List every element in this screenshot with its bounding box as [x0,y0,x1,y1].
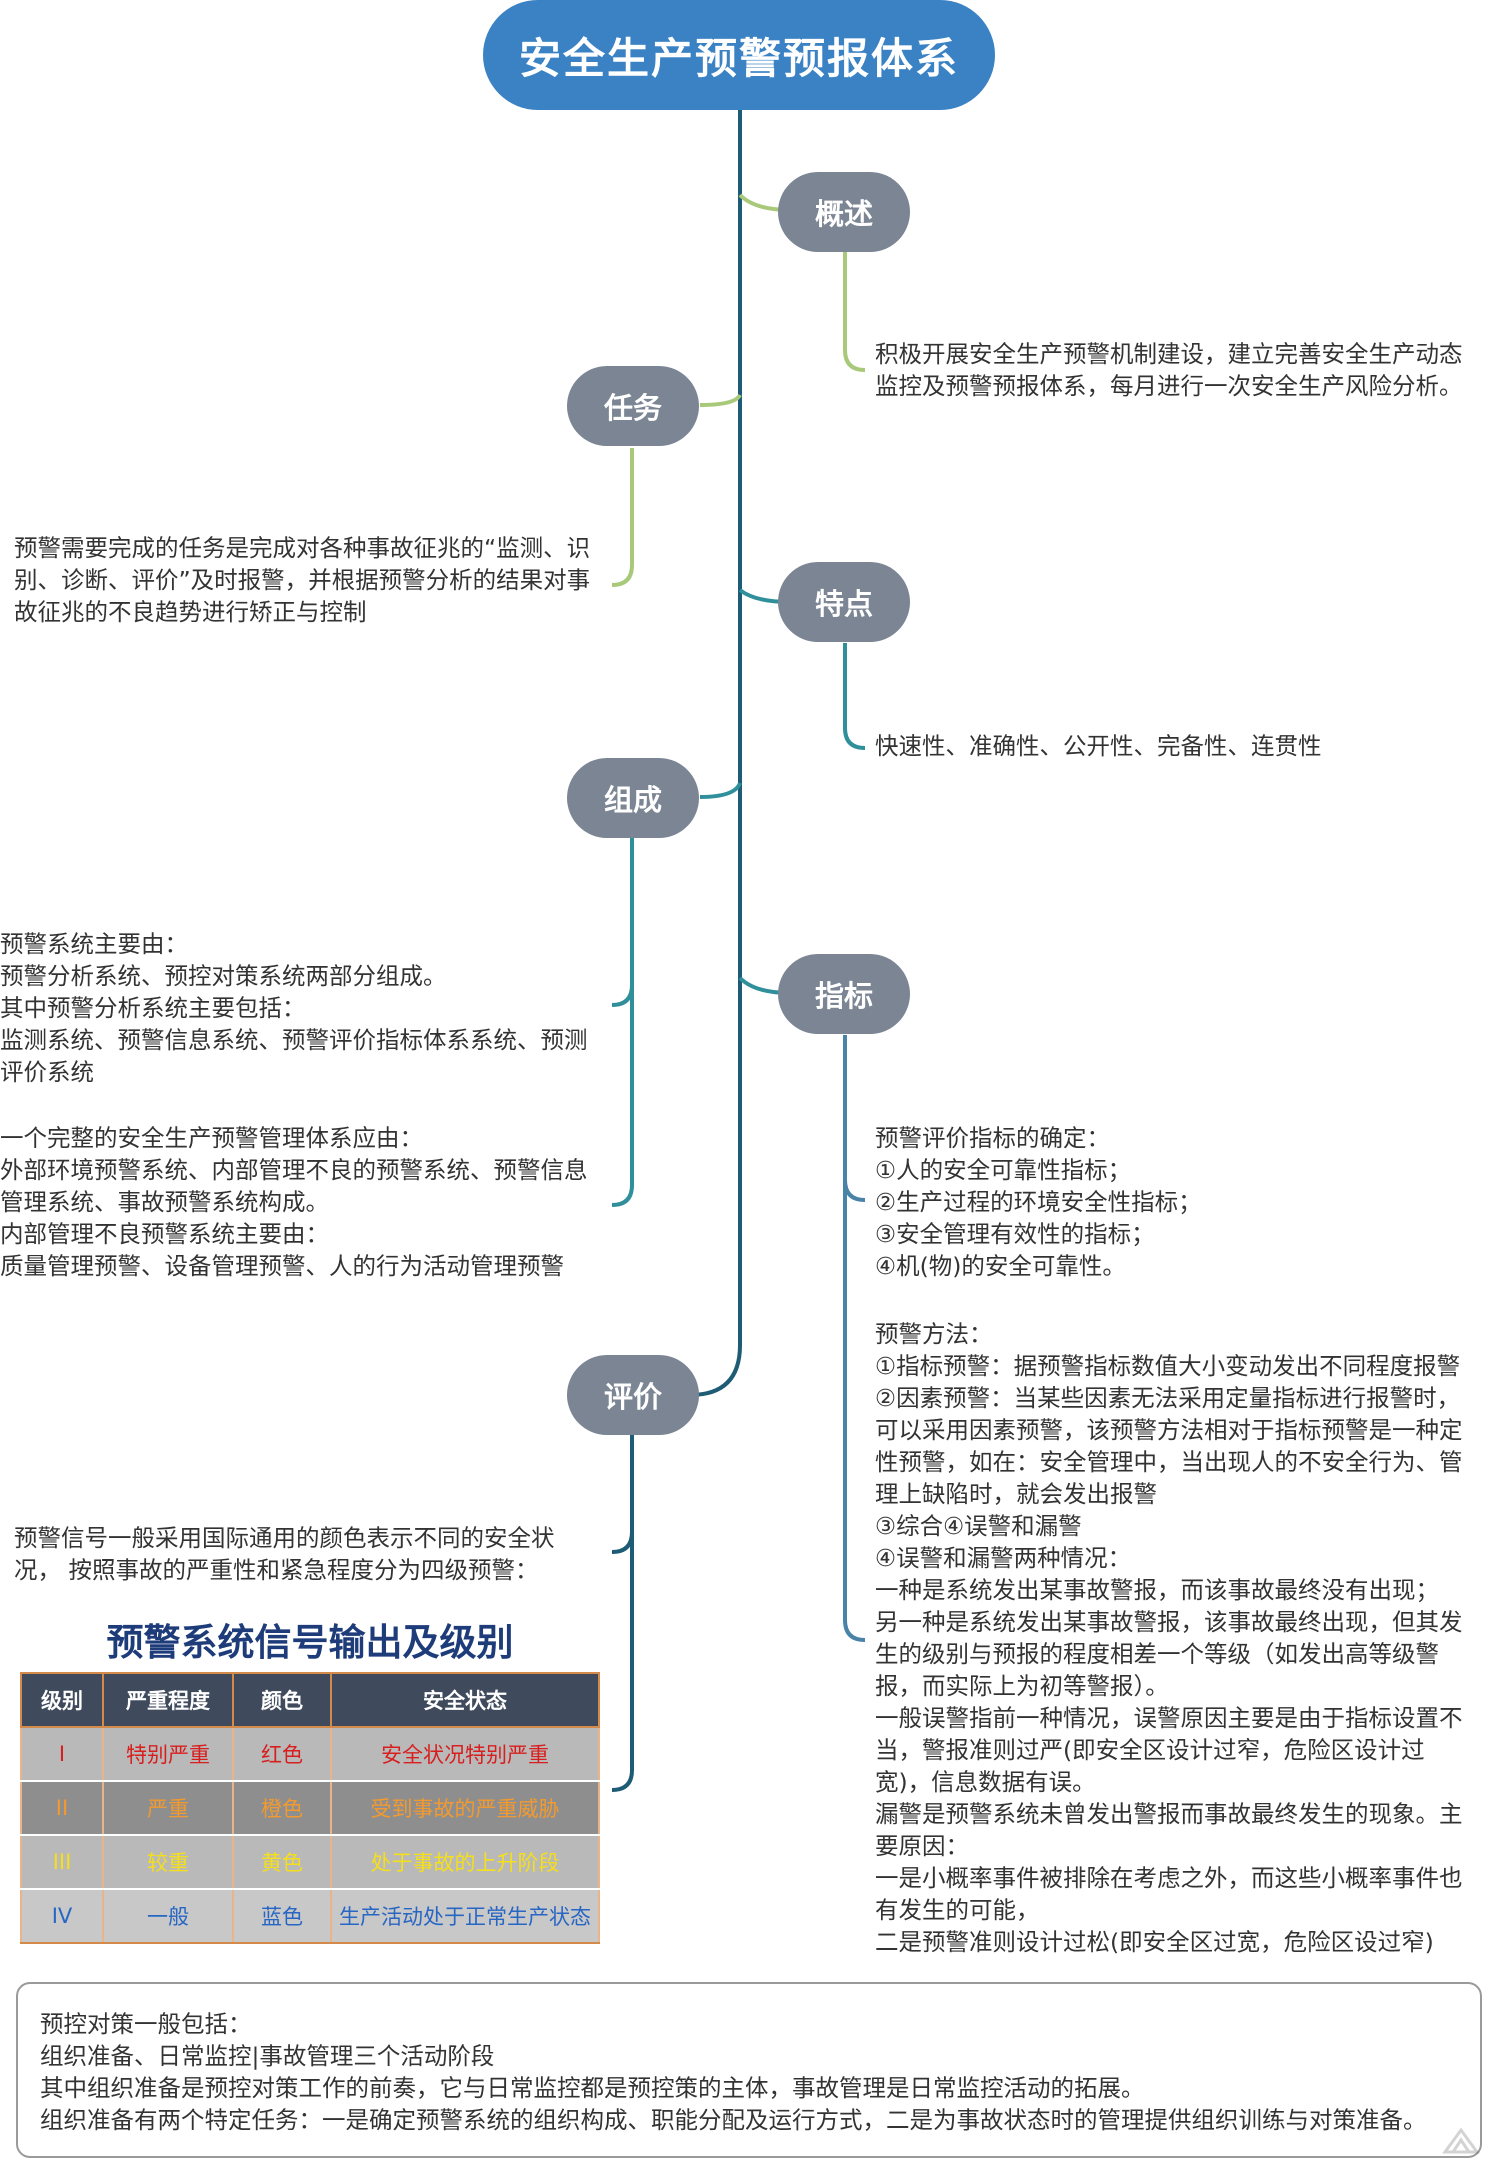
cell-color: 红色 [232,1726,332,1782]
evaluation-text: 预警信号一般采用国际通用的颜色表示不同的安全状 况， 按照事故的严重性和紧急程度… [14,1524,555,1584]
composition-text-2: 一个完整的安全生产预警管理体系应由： 外部环境预警系统、内部管理不良的预警系统、… [0,1124,588,1280]
link-features-text [843,643,866,750]
topic-features: 特点 [778,562,910,642]
topic-task: 任务 [567,366,699,446]
link-evaluation-table [611,1532,634,1792]
link-evaluation-text [611,1435,634,1554]
link-overview-text [843,252,866,372]
table-header-row: 级别 严重程度 颜色 安全状态 [20,1672,600,1728]
cell-severity: 较重 [102,1834,234,1890]
table-row: I 特别严重 红色 安全状况特别严重 [20,1726,600,1782]
cell-color: 橙色 [232,1780,332,1836]
branch-task [699,393,742,407]
table-row: II 严重 橙色 受到事故的严重威胁 [20,1780,600,1836]
cell-severity: 一般 [102,1888,234,1944]
cell-severity: 严重 [102,1780,234,1836]
cell-color: 黄色 [232,1834,332,1890]
header-color: 颜色 [232,1672,332,1728]
cell-level: IV [20,1888,104,1944]
signal-table-title: 预警系统信号输出及级别 [106,1621,514,1664]
header-safety-state: 安全状态 [330,1672,600,1728]
link-task-text [611,448,634,587]
indicators-text-1: 预警评价指标的确定： ①人的安全可靠性指标； ②生产过程的环境安全性指标； ③安… [875,1124,1202,1280]
link-composition-text1 [611,838,634,1007]
table-row: IV 一般 蓝色 生产活动处于正常生产状态 [20,1888,600,1944]
bottom-note-text: 预控对策一般包括： 组织准备、日常监控|事故管理三个活动阶段 其中组织准备是预控… [40,2010,1427,2134]
overview-text: 积极开展安全生产预警机制建设，建立完善安全生产动态 监控及预警预报体系，每月进行… [875,340,1463,400]
cell-safety-state: 受到事故的严重威胁 [330,1780,600,1836]
table-row: III 较重 黄色 处于事故的上升阶段 [20,1834,600,1890]
cell-level: II [20,1780,104,1836]
root-title: 安全生产预警预报体系 [483,0,995,110]
topic-overview: 概述 [778,172,910,252]
task-text: 预警需要完成的任务是完成对各种事故征兆的“监测、识 别、诊断、评价”及时报警，并… [14,534,591,626]
trunk-line [632,110,742,1397]
indicators-text-2: 预警方法： ①指标预警：据预警指标数值大小变动发出不同程度报警 ②因素预警：当某… [875,1320,1463,1956]
topic-composition: 组成 [567,758,699,838]
cell-safety-state: 生产活动处于正常生产状态 [330,1888,600,1944]
topic-evaluation: 评价 [567,1355,699,1435]
cell-level: I [20,1726,104,1782]
header-severity: 严重程度 [102,1672,234,1728]
cell-safety-state: 处于事故的上升阶段 [330,1834,600,1890]
link-composition-text2 [611,985,634,1207]
link-indicators-text1 [843,1035,866,1202]
cell-safety-state: 安全状况特别严重 [330,1726,600,1782]
topic-indicators: 指标 [778,954,910,1034]
bottom-note-box: 预控对策一般包括： 组织准备、日常监控|事故管理三个活动阶段 其中组织准备是预控… [16,1982,1482,2158]
cell-color: 蓝色 [232,1888,332,1944]
link-indicators-text2 [843,1180,866,1642]
logo-watermark-icon [1331,2124,1481,2158]
cell-level: III [20,1834,104,1890]
cell-severity: 特别严重 [102,1726,234,1782]
branch-composition [699,782,742,799]
composition-text-1: 预警系统主要由： 预警分析系统、预控对策系统两部分组成。 其中预警分析系统主要包… [0,930,588,1086]
signal-level-table: 级别 严重程度 颜色 安全状态 I 特别严重 红色 安全状况特别严重 II 严重… [20,1672,600,1944]
header-level: 级别 [20,1672,104,1728]
features-text: 快速性、准确性、公开性、完备性、连贯性 [875,732,1322,760]
